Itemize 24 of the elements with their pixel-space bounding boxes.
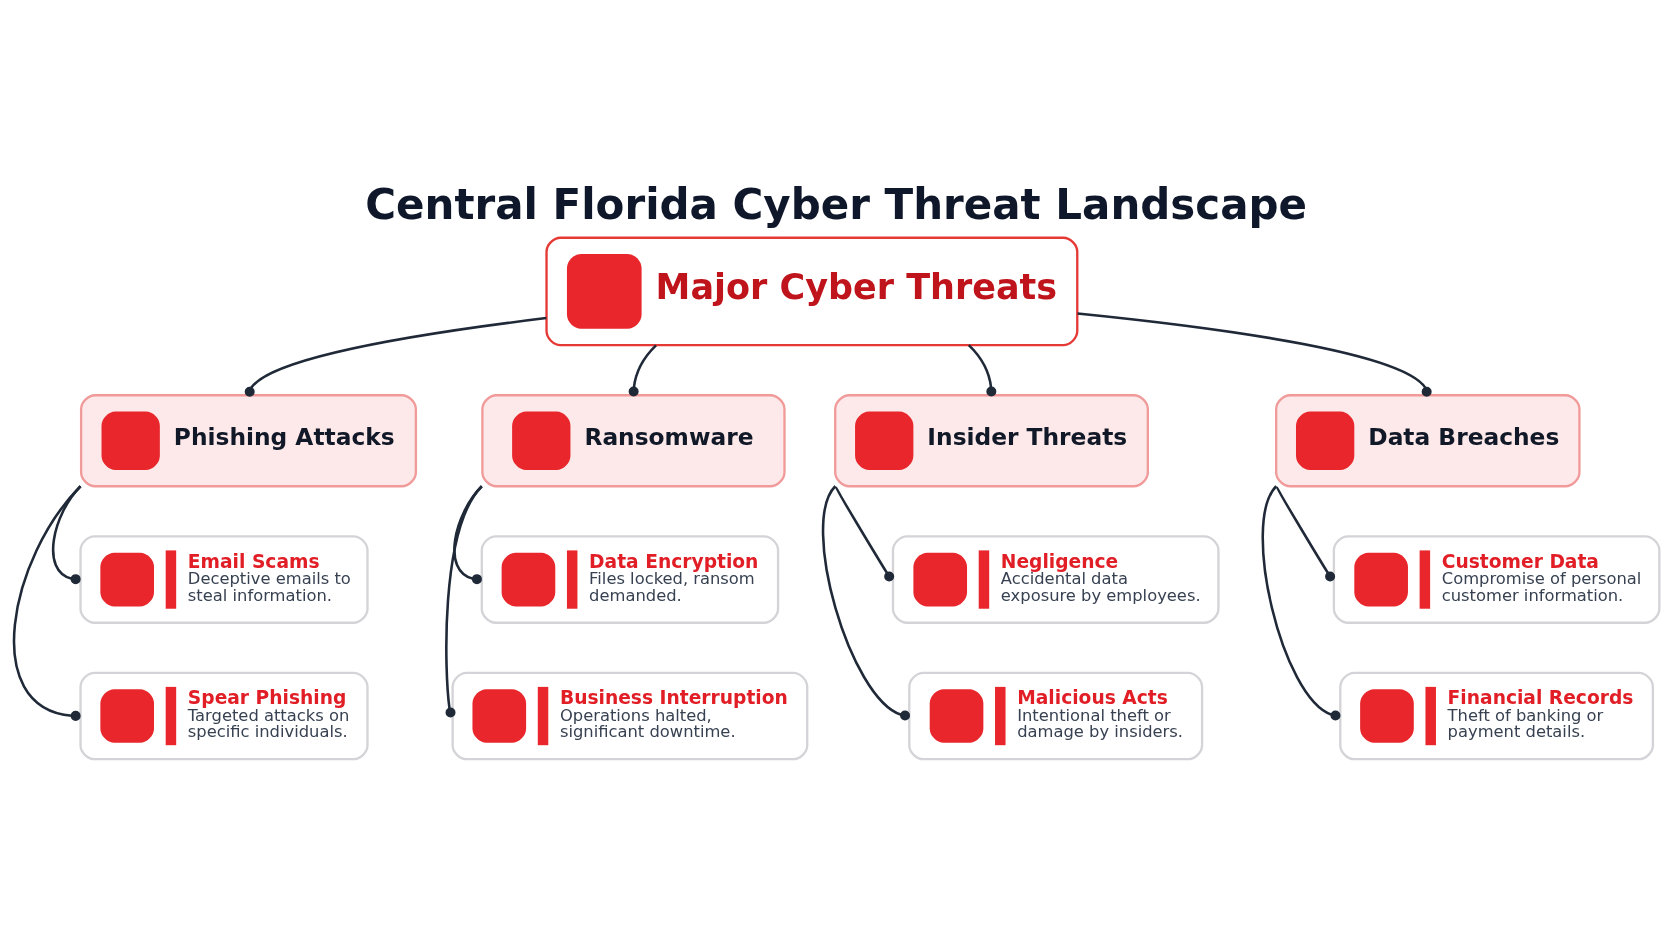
node-box: Business Interruption Operations halted, significant downtime.: [450, 671, 808, 761]
connector: [12, 485, 81, 721]
node-box: Malicious Acts Intentional theft or damage by insiders.: [907, 671, 1203, 761]
connector: [444, 485, 483, 718]
connector: [1076, 312, 1432, 397]
connector: [244, 316, 546, 397]
node-box: Email Scams Deceptive emails to steal information.: [78, 535, 369, 624]
node-box: Major Cyber Threats: [544, 236, 1078, 347]
connector: [1274, 485, 1335, 582]
node-box: Insider Threats: [833, 394, 1149, 488]
node-box: Data Encryption Files locked, ransom demanded.: [480, 535, 779, 624]
connector: [833, 485, 894, 582]
connector: [821, 485, 910, 721]
node-box: Ransomware: [480, 394, 786, 488]
node-box: Spear Phishing Targeted attacks on specific individuals.: [78, 671, 369, 761]
node-box: Financial Records Theft of banking or payment details.: [1338, 671, 1654, 761]
connector: [1261, 485, 1340, 721]
node-box: Customer Data Compromise of personal customer information.: [1332, 535, 1660, 624]
diagram-title: Central Florida Cyber Threat Landscape: [364, 179, 1307, 229]
node-box: Phishing Attacks: [79, 394, 417, 488]
node-box: Negligence Accidental data exposure by employees.: [891, 535, 1220, 624]
connector: [628, 344, 657, 397]
connector: [967, 344, 996, 397]
node-box: Data Breaches: [1274, 394, 1581, 488]
